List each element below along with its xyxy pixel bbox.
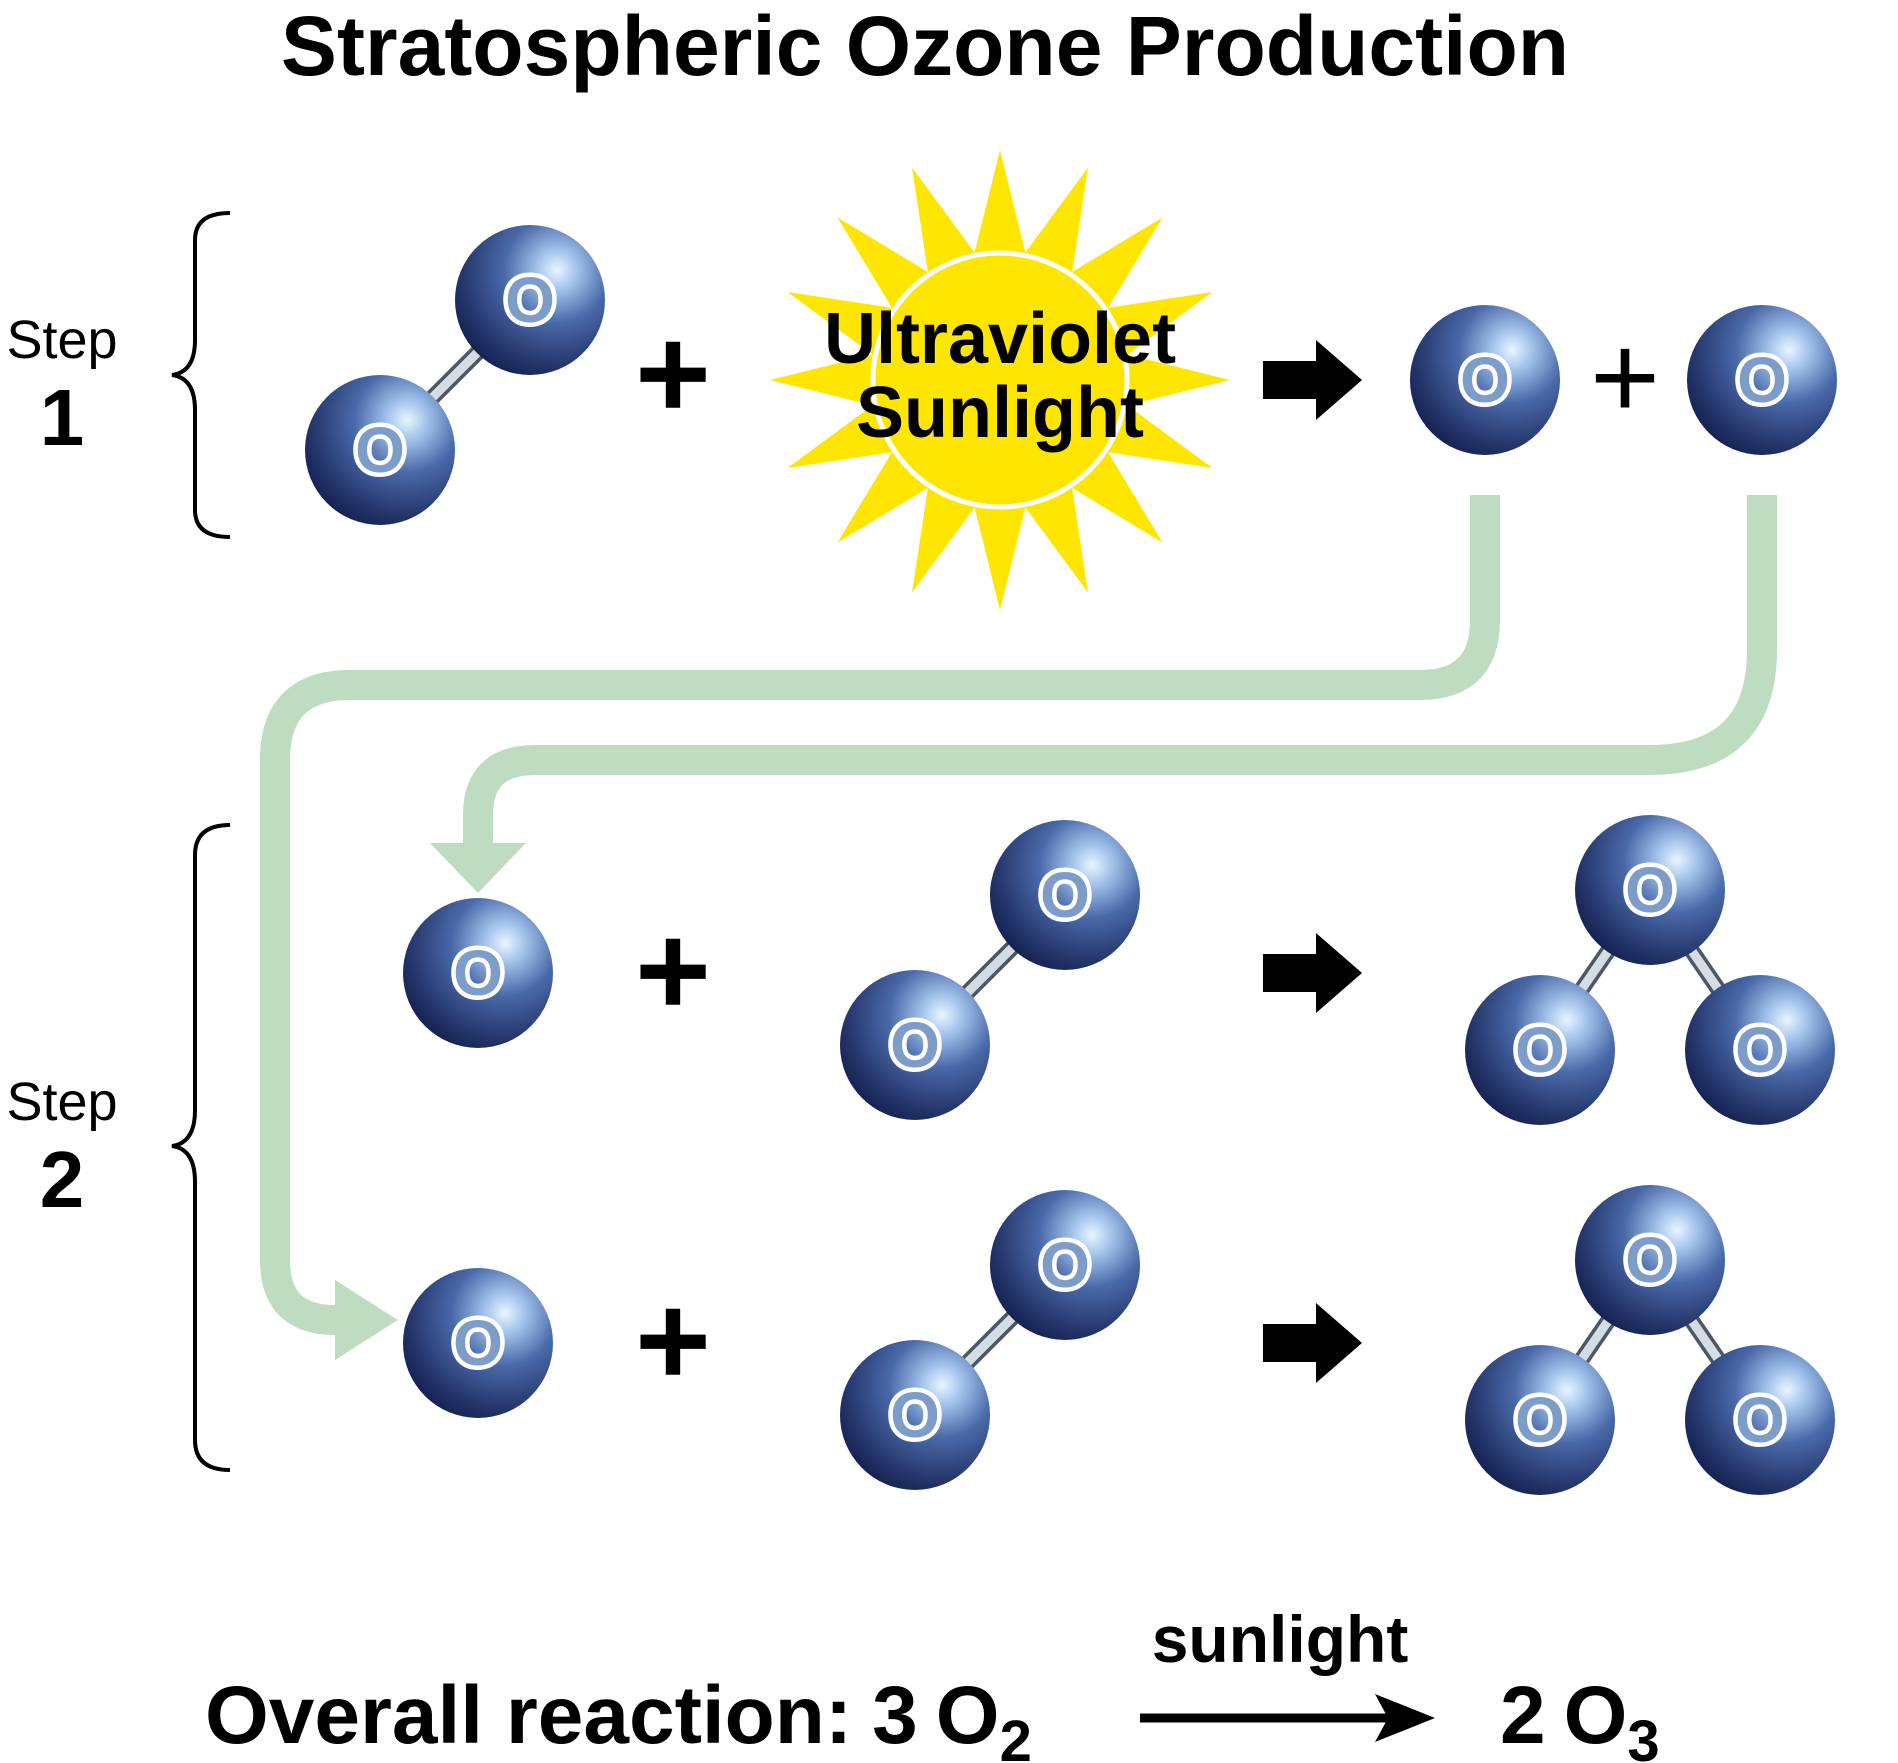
step2-label: Step 2: [6, 1072, 117, 1224]
o3-molecule-row2-atom-left-sphere: [1465, 1345, 1615, 1495]
product-coefficient: 2: [1500, 1670, 1546, 1761]
o2-molecule-step2-row2-atom-b-sphere: [990, 1190, 1140, 1340]
sun-disc: [870, 250, 1130, 510]
reaction-arrow-step2-row2: [1263, 1303, 1362, 1383]
o3-molecule-row1-atom-top-symbol: O: [1625, 854, 1675, 926]
o-atom-step2-row1: O: [403, 898, 553, 1048]
o-atom-step2-row1-symbol: O: [453, 937, 503, 1009]
reactant-symbol: O: [936, 1670, 1000, 1761]
o3-molecule-row1-atom-left-sphere: [1465, 975, 1615, 1125]
plus-sign-step1-products: +: [1590, 310, 1660, 444]
o2-molecule-step2-row2-atom-a-symbol: O: [890, 1379, 940, 1451]
o3-molecule-row2-atom-top-sphere: [1575, 1185, 1725, 1335]
product-symbol: O: [1564, 1670, 1628, 1761]
o-atom-product-2: O: [1687, 305, 1837, 455]
o2-molecule-step1-atom-a-symbol: O: [355, 414, 405, 486]
reaction-arrow-step2-row1: [1263, 933, 1362, 1013]
o2-molecule-step2-row1-atom-a-sphere: [840, 970, 990, 1120]
o3-molecule-row1-atom-left-symbol: O: [1515, 1014, 1565, 1086]
o3-molecule-row1-atom-right-symbol: O: [1735, 1014, 1785, 1086]
overall-condition: sunlight: [1152, 1602, 1409, 1676]
o3-molecule-row2-atom-left: O: [1465, 1345, 1615, 1495]
o2-molecule-step2-row1-atom-a: O: [840, 970, 990, 1120]
sun-label-line1: Ultraviolet: [824, 299, 1176, 379]
o2-molecule-step1-atom-b-symbol: O: [505, 264, 555, 336]
o2-molecule-step1-atom-a-sphere: [305, 375, 455, 525]
flow-arrowhead-right: [430, 843, 526, 893]
reactant-coefficient: 3: [872, 1670, 918, 1761]
o2-molecule-step2-row2-atom-b: O: [990, 1190, 1140, 1340]
step1-number: 1: [40, 373, 85, 462]
step1-label: Step 1: [6, 310, 117, 462]
step2-brace: [171, 823, 231, 1472]
o3-molecule-row1-atom-left: O: [1465, 975, 1615, 1125]
o2-molecule-step2-row2-atom-a-sphere: [840, 1340, 990, 1490]
overall-arrowhead: [1375, 1694, 1435, 1742]
molecules-layer: O O O O O O O O O O O O O O O O: [305, 225, 1837, 1495]
reactant-subscript: 2: [1000, 1709, 1032, 1763]
sun-icon: Ultraviolet Sunlight: [770, 150, 1230, 610]
o2-molecule-step2-row2-atom-b-symbol: O: [1040, 1229, 1090, 1301]
flow-arrow-left: [260, 495, 1500, 1335]
o3-molecule-row2-atom-top: O: [1575, 1185, 1725, 1335]
o3-molecule-row2-atom-right-symbol: O: [1735, 1384, 1785, 1456]
o-atom-step2-row1-sphere: [403, 898, 553, 1048]
o-atom-step2-row2-symbol: O: [453, 1307, 503, 1379]
o2-molecule-step2-row2-atom-a: O: [840, 1340, 990, 1490]
o2-molecule-step2-row1-atom-b: O: [990, 820, 1140, 970]
sun-label-line2: Sunlight: [856, 373, 1144, 453]
step1-word: Step: [6, 310, 117, 370]
o2-molecule-step1-atom-b-sphere: [455, 225, 605, 375]
o3-molecule-row1-atom-right: O: [1685, 975, 1835, 1125]
o2-molecule-step2-row1-atom-b-symbol: O: [1040, 859, 1090, 931]
flow-arrows: [260, 495, 1777, 1360]
flow-arrow-right: [463, 495, 1777, 843]
page-title: Stratospheric Ozone Production: [281, 0, 1569, 93]
plus-sign-step1: +: [635, 300, 711, 446]
overall-prefix: Overall reaction:: [205, 1670, 852, 1761]
plus-sign-step2-row2: +: [635, 1267, 711, 1413]
o2-molecule-step2-row1-atom-a-symbol: O: [890, 1009, 940, 1081]
o-atom-product-1-symbol: O: [1460, 344, 1510, 416]
step2-word: Step: [6, 1072, 117, 1132]
step2-number: 2: [40, 1135, 85, 1224]
o-atom-step2-row2: O: [403, 1268, 553, 1418]
o3-molecule-row2-atom-left-symbol: O: [1515, 1384, 1565, 1456]
o-atom-product-2-symbol: O: [1737, 344, 1787, 416]
product-subscript: 3: [1627, 1709, 1659, 1763]
o2-molecule-step1-atom-a: O: [305, 375, 455, 525]
o3-molecule-row1-atom-top-sphere: [1575, 815, 1725, 965]
o3-molecule-row2-atom-right: O: [1685, 1345, 1835, 1495]
o-atom-product-1: O: [1410, 305, 1560, 455]
o-atom-product-1-sphere: [1410, 305, 1560, 455]
o2-molecule-step2-row1-atom-b-sphere: [990, 820, 1140, 970]
o3-molecule-row1-atom-top: O: [1575, 815, 1725, 965]
flow-arrowhead-left: [335, 1280, 398, 1360]
o2-molecule-step1-atom-b: O: [455, 225, 605, 375]
o3-molecule-row1-atom-right-sphere: [1685, 975, 1835, 1125]
o3-molecule-row2-atom-right-sphere: [1685, 1345, 1835, 1495]
o3-molecule-row2-atom-top-symbol: O: [1625, 1224, 1675, 1296]
o-atom-step2-row2-sphere: [403, 1268, 553, 1418]
step1-brace: [171, 211, 231, 539]
o-atom-product-2-sphere: [1687, 305, 1837, 455]
reaction-arrow-step1: [1263, 340, 1362, 420]
plus-sign-step2-row1: +: [635, 897, 711, 1043]
